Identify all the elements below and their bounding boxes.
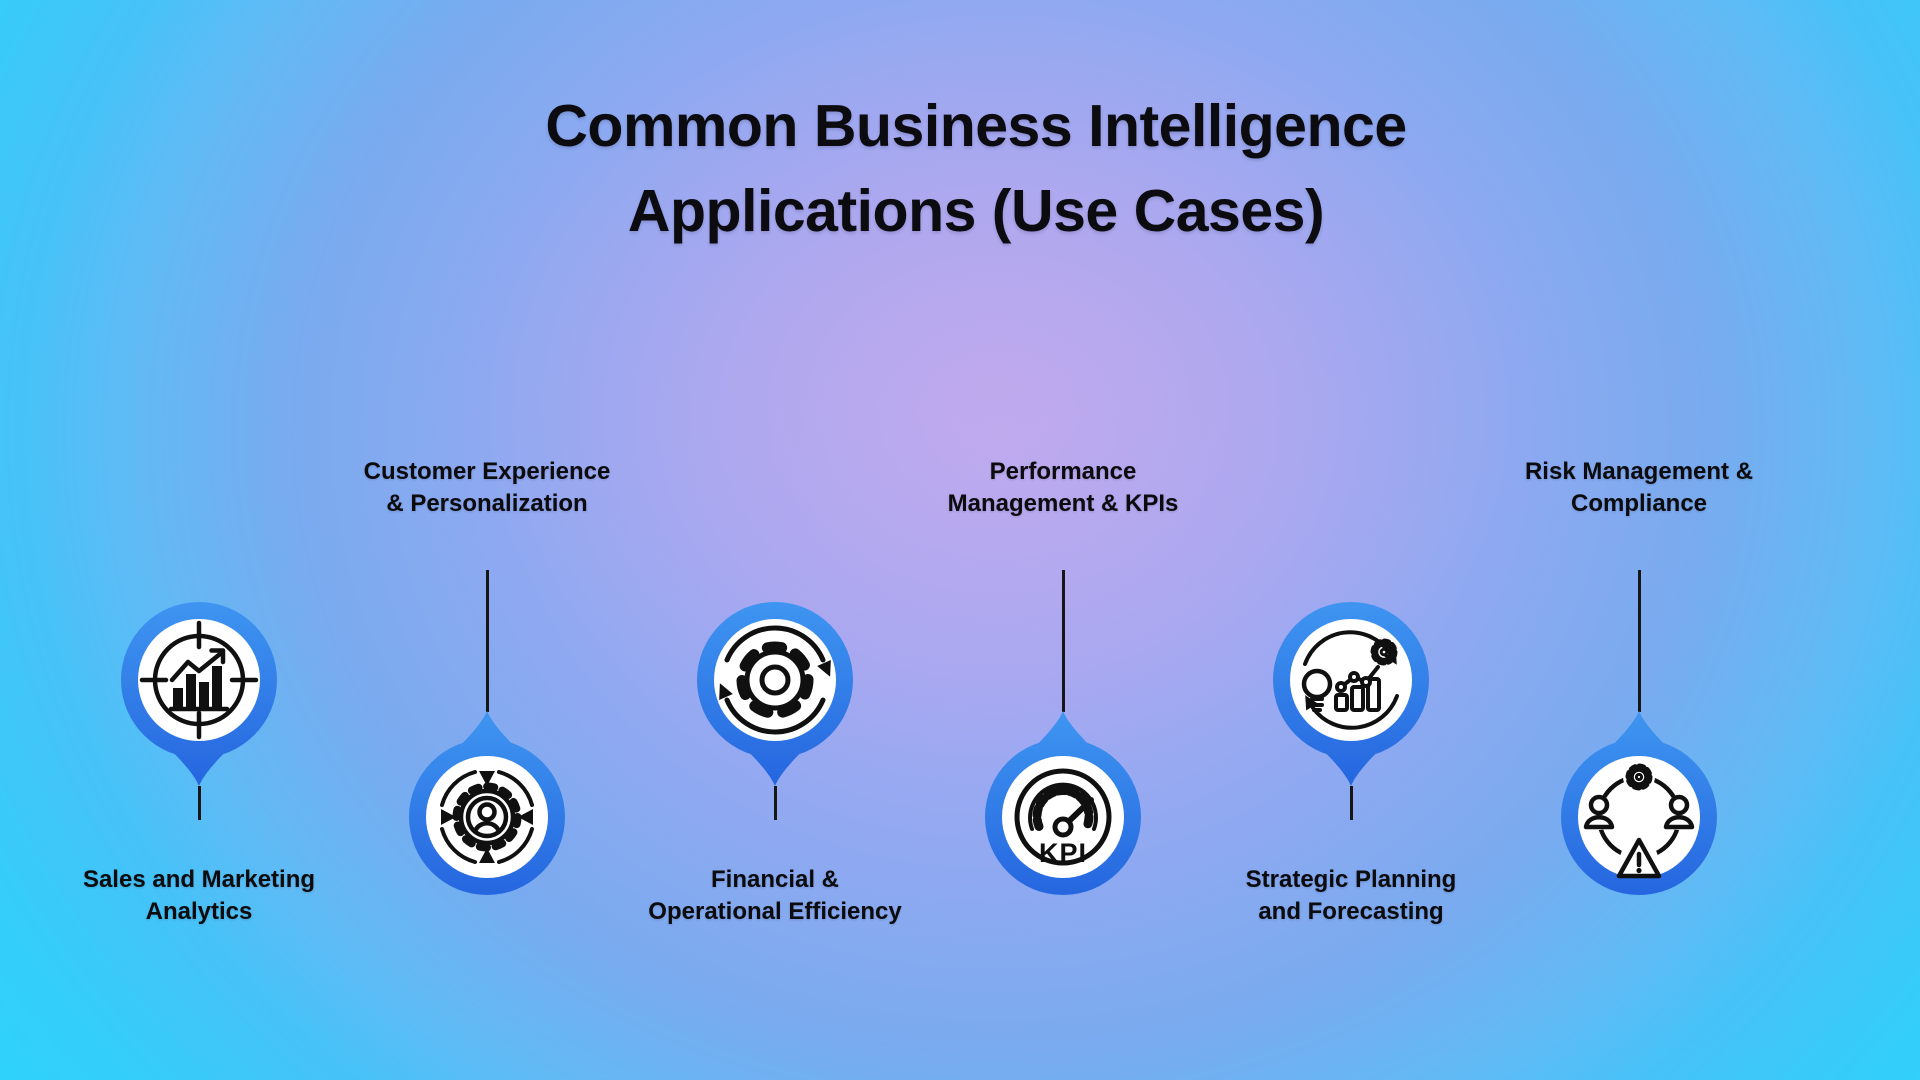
- connector-line: [1061, 570, 1065, 712]
- diagram-node-sales-marketing-analytics: Sales and Marketing Analytics: [49, 0, 349, 1080]
- target-bar-chart-icon: [139, 620, 259, 740]
- diagram-node-strategic-planning: Strategic Planning and Forecasting: [1201, 0, 1501, 1080]
- bulb-chart-gear-cycle-icon: [1299, 630, 1403, 730]
- gear-cycle-arrows-icon: [713, 625, 837, 735]
- team-gear-warning-icon: [1582, 761, 1696, 879]
- user-gear-inward-arrows-icon: [440, 770, 534, 864]
- page-title-line: Applications (Use Cases): [627, 178, 1325, 244]
- connector-line: [773, 786, 777, 820]
- connector-line: [197, 786, 201, 820]
- node-label-line: Risk Management &: [1524, 458, 1754, 485]
- node-label-line: Analytics: [145, 898, 253, 925]
- node-label-line: Management & KPIs: [947, 490, 1179, 517]
- map-pin-marker: [697, 602, 853, 786]
- diagram-node-performance-kpis: Performance Management & KPIs KPI: [913, 0, 1213, 1080]
- node-label-line: Strategic Planning: [1245, 866, 1457, 893]
- node-label: Performance Management & KPIs: [913, 456, 1213, 520]
- node-label-line: and Forecasting: [1258, 898, 1444, 925]
- node-label: Financial & Operational Efficiency: [625, 864, 925, 928]
- map-pin-marker: [409, 711, 565, 895]
- node-label: Customer Experience & Personalization: [337, 456, 637, 520]
- kpi-gauge-label: KPI: [1039, 838, 1087, 868]
- diagram-node-risk-compliance: Risk Management & Compliance: [1489, 0, 1789, 1080]
- node-label: Strategic Planning and Forecasting: [1201, 864, 1501, 928]
- node-label-line: Sales and Marketing: [82, 866, 316, 893]
- node-label-line: Financial &: [710, 866, 840, 893]
- node-label-line: & Personalization: [386, 490, 588, 517]
- node-label-line: Customer Experience: [363, 458, 611, 485]
- map-pin-marker: [121, 602, 277, 786]
- node-label: Sales and Marketing Analytics: [49, 864, 349, 928]
- connector-line: [1349, 786, 1353, 820]
- diagram-node-financial-operational: Financial & Operational Efficiency: [625, 0, 925, 1080]
- node-label: Risk Management & Compliance: [1489, 456, 1789, 520]
- kpi-gauge-icon: KPI: [1014, 768, 1112, 868]
- map-pin-marker: KPI: [985, 711, 1141, 895]
- connector-line: [485, 570, 489, 712]
- node-label-line: Performance: [989, 458, 1137, 485]
- diagram-node-customer-experience: Customer Experience & Personalization: [337, 0, 637, 1080]
- connector-line: [1637, 570, 1641, 712]
- map-pin-marker: [1561, 711, 1717, 895]
- node-label-line: Operational Efficiency: [648, 898, 902, 925]
- map-pin-marker: [1273, 602, 1429, 786]
- page-title-line: Common Business Intelligence: [545, 93, 1407, 159]
- node-label-line: Compliance: [1570, 490, 1708, 517]
- page-title: Common Business Intelligence Application…: [32, 84, 1920, 254]
